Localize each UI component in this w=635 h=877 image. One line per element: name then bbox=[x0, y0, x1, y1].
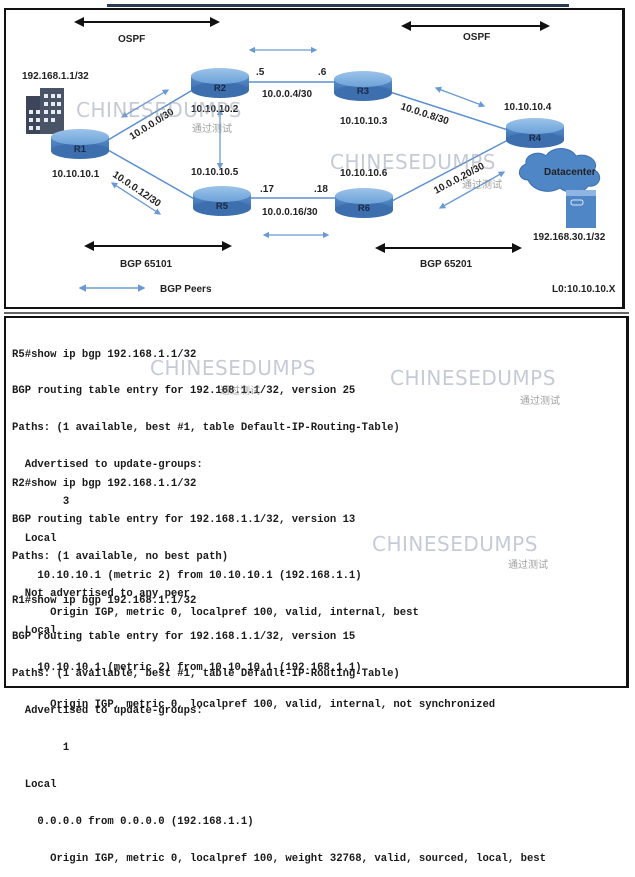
svg-text:R1: R1 bbox=[74, 144, 87, 155]
datacenter-cloud-icon: Datacenter bbox=[519, 148, 601, 193]
datacenter-prefix-label: 192.168.30.1/32 bbox=[533, 232, 606, 243]
host-r2-side: .5 bbox=[256, 67, 265, 78]
svg-text:R6: R6 bbox=[358, 203, 370, 214]
cli-line: Advertised to update-groups: bbox=[12, 705, 203, 718]
host-r3-side: .6 bbox=[318, 67, 327, 78]
peer-arrow-r1-r5 bbox=[110, 182, 162, 215]
cli-line: 3 bbox=[12, 496, 70, 509]
bgp-65101-label: BGP 65101 bbox=[120, 259, 173, 270]
r5-loopback-label: 10.10.10.5 bbox=[191, 167, 239, 178]
svg-text:R5: R5 bbox=[216, 201, 229, 212]
cli-line: BGP routing table entry for 192.168.1.1/… bbox=[12, 514, 356, 527]
link-r1-r2 bbox=[107, 87, 197, 141]
cli-line: 10.10.10.1 (metric 2) from 10.10.10.1 (1… bbox=[12, 569, 362, 582]
router-r6[interactable]: R6 bbox=[335, 188, 393, 218]
svg-text:R4: R4 bbox=[529, 133, 542, 144]
network-topology-diagram: OSPF OSPF BGP 65101 BGP 65201 BGP Peers … bbox=[22, 17, 616, 295]
top-edge-bar bbox=[107, 4, 569, 7]
router-icon bbox=[334, 71, 392, 87]
peer-arrow-r1-r2 bbox=[120, 89, 170, 118]
loopback-note: L0:10.10.10.X bbox=[552, 284, 616, 295]
site-prefix-label: 192.168.1.1/32 bbox=[22, 71, 89, 82]
bgp-65201-label: BGP 65201 bbox=[420, 259, 473, 270]
cli-line: Origin IGP, metric 0, localpref 100, val… bbox=[12, 606, 419, 619]
ospf-right-label: OSPF bbox=[463, 32, 490, 43]
link-r6-r4 bbox=[389, 139, 509, 203]
link-r1-r5 bbox=[107, 149, 197, 201]
cli-line: Paths: (1 available, best #1, table Defa… bbox=[12, 668, 400, 681]
svg-text:R3: R3 bbox=[357, 86, 369, 97]
router-icon bbox=[193, 186, 251, 202]
cli-line: BGP routing table entry for 192.168.1.1/… bbox=[12, 631, 356, 644]
cli-line: 0.0.0.0 from 0.0.0.0 (192.168.1.1) bbox=[12, 815, 254, 828]
subnet-r3-r4: 10.0.0.8/30 bbox=[399, 101, 450, 127]
router-r3[interactable]: R3 bbox=[334, 71, 392, 101]
link-r3-r4 bbox=[389, 91, 509, 131]
panel-separator bbox=[4, 312, 629, 314]
subnet-r2-r3: 10.0.0.4/30 bbox=[262, 89, 312, 100]
router-icon bbox=[51, 129, 109, 145]
cli-line: 10.10.10.1 (metric 2) from 10.10.10.1 (1… bbox=[12, 662, 362, 675]
cli-output-panel bbox=[4, 316, 629, 688]
topology-panel bbox=[4, 8, 625, 309]
peer-arrow-r6-r4 bbox=[438, 171, 506, 209]
cli-line: Not advertised to any peer bbox=[12, 588, 191, 601]
svg-text:Datacenter: Datacenter bbox=[544, 167, 596, 178]
ospf-left-label: OSPF bbox=[118, 34, 145, 45]
router-r1[interactable]: R1 bbox=[51, 129, 109, 159]
cli-line: Local bbox=[12, 625, 57, 638]
cli-line: Paths: (1 available, no best path) bbox=[12, 551, 229, 564]
host-r5-side: .17 bbox=[260, 184, 274, 195]
subnet-r5-r6: 10.0.0.16/30 bbox=[262, 207, 318, 218]
r3-loopback-label: 10.10.10.3 bbox=[340, 116, 388, 127]
subnet-r1-r5: 10.0.0.12/30 bbox=[110, 169, 163, 209]
cli-line: Advertised to update-groups: bbox=[12, 459, 203, 472]
cli-line: Local bbox=[12, 779, 57, 792]
cli-line: Local bbox=[12, 533, 57, 546]
cli-block-r5: R5#show ip bgp 192.168.1.1/32 BGP routin… bbox=[12, 324, 419, 631]
cli-line: BGP routing table entry for 192.168.1.1/… bbox=[12, 385, 356, 398]
cli-line: R1#show ip bgp 192.168.1.1/32 bbox=[12, 594, 197, 607]
cli-line: 1 bbox=[12, 742, 70, 755]
router-r4[interactable]: R4 bbox=[506, 118, 564, 148]
building-icon bbox=[26, 88, 64, 134]
cli-line: Origin IGP, metric 0, localpref 100, wei… bbox=[12, 852, 547, 865]
bgp-peers-legend-label: BGP Peers bbox=[160, 284, 212, 295]
r6-loopback-label: 10.10.10.6 bbox=[340, 168, 388, 179]
peer-arrow-r3-r4 bbox=[434, 86, 486, 108]
r1-loopback-label: 10.10.10.1 bbox=[52, 169, 100, 180]
svg-text:R2: R2 bbox=[214, 83, 226, 94]
r2-loopback-label: 10.10.10.2 bbox=[191, 104, 239, 115]
cli-line: R5#show ip bgp 192.168.1.1/32 bbox=[12, 348, 197, 361]
r4-loopback-label: 10.10.10.4 bbox=[504, 102, 552, 113]
router-icon bbox=[335, 188, 393, 204]
host-r6-side: .18 bbox=[314, 184, 328, 195]
router-icon bbox=[191, 68, 249, 84]
router-r5[interactable]: R5 bbox=[193, 186, 251, 216]
cli-block-r1: R1#show ip bgp 192.168.1.1/32 BGP routin… bbox=[12, 570, 546, 877]
cli-line: R2#show ip bgp 192.168.1.1/32 bbox=[12, 477, 197, 490]
bgp-peer-arrows bbox=[110, 46, 506, 239]
server-icon bbox=[566, 190, 596, 228]
cli-line: Paths: (1 available, best #1, table Defa… bbox=[12, 422, 400, 435]
router-icon bbox=[506, 118, 564, 134]
router-r2[interactable]: R2 bbox=[191, 68, 249, 98]
